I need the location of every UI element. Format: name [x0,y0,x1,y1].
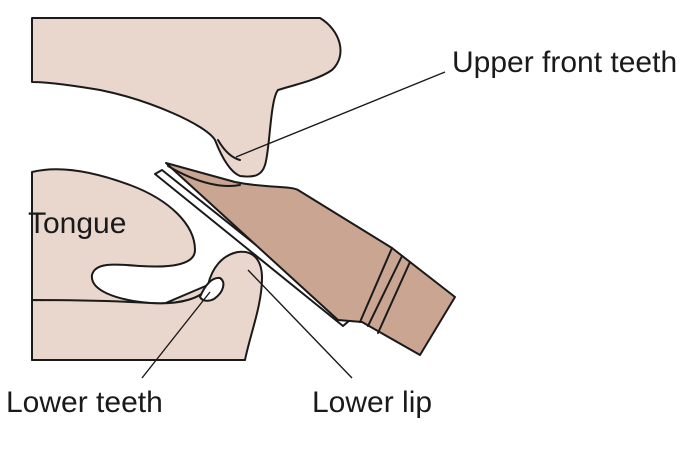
upper-teeth-seam [217,139,241,161]
lower-teeth-shape [199,276,225,302]
label-lower-lip: Lower lip [312,386,432,419]
label-lower-teeth: Lower teeth [6,386,163,419]
mouthpiece-band-2 [367,255,403,327]
lower-lip [31,250,263,361]
leader-upper-front-teeth [235,71,446,158]
leader-lower-lip [247,269,353,379]
mouthpiece-tip-edge [167,165,241,188]
leader-lower-teeth [141,291,211,379]
mouthpiece-band-3 [377,261,411,334]
label-tongue: Tongue [28,207,126,240]
mouthpiece-band-1 [359,247,393,323]
mouthpiece [165,162,456,356]
upper-lip [31,17,342,178]
label-upper-front-teeth: Upper front teeth [452,46,677,79]
